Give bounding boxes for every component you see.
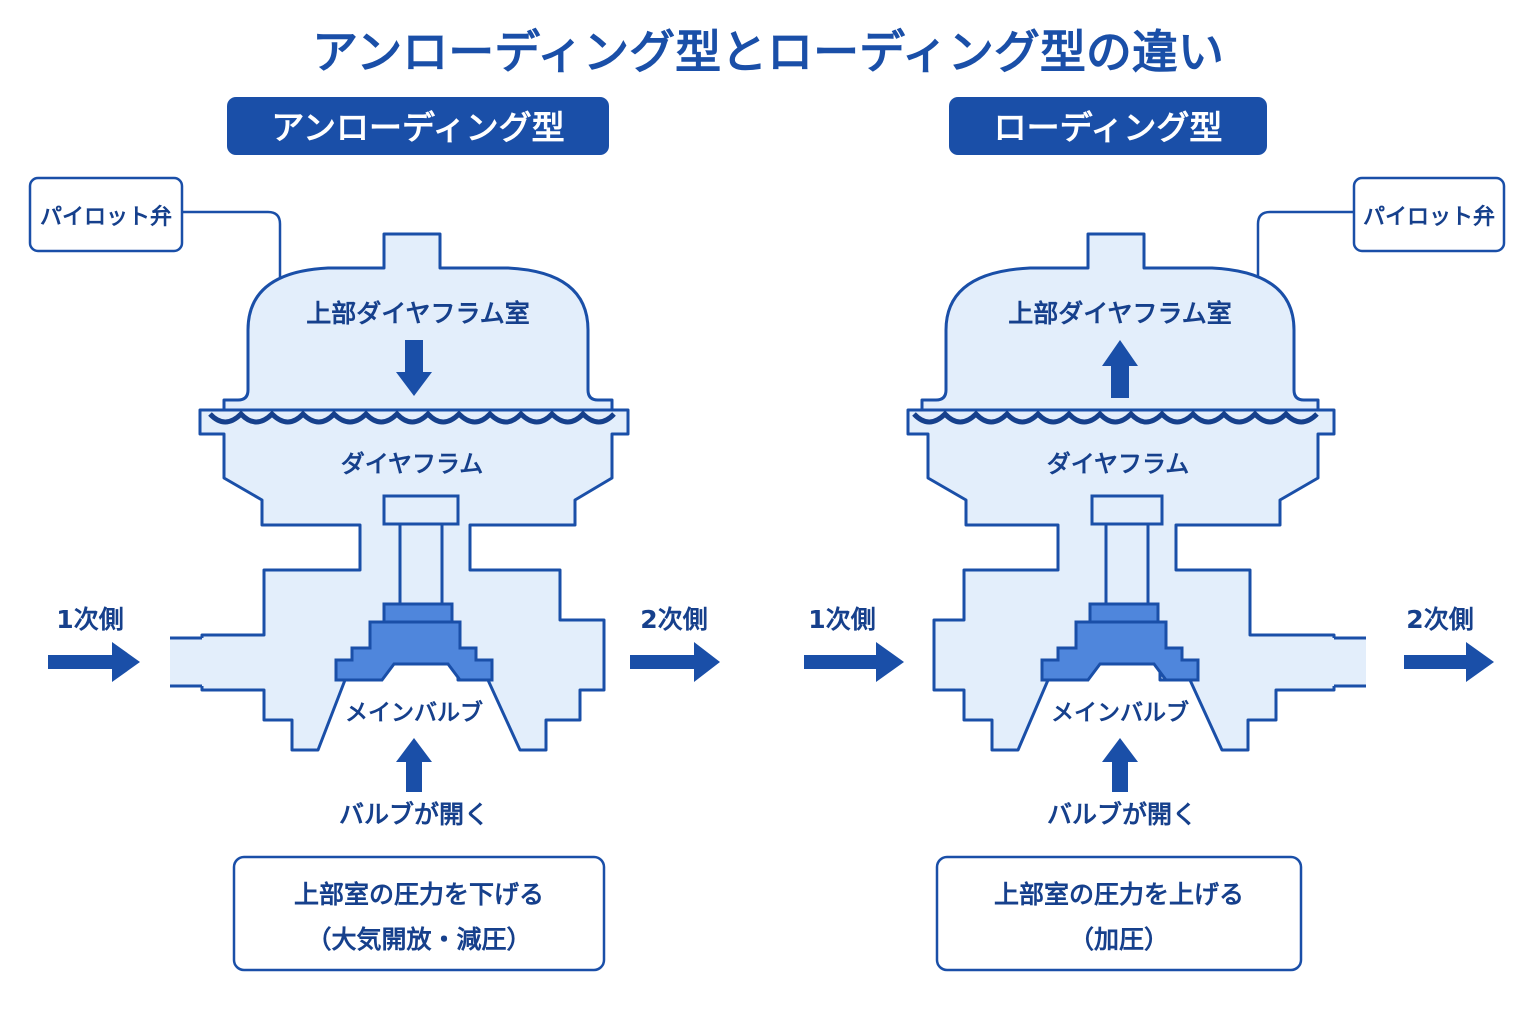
type-badge-loading [949,97,1267,155]
outlet-arrow-loading [1404,642,1494,682]
note-line2-loading: （加圧） [1069,925,1169,954]
open-arrow-loading [1102,738,1138,792]
valve-opens-label-unloading: バルブが開く [339,800,489,829]
valve-opens-label-loading: バルブが開く [1047,800,1197,829]
valve-stem-loading [1090,494,1164,606]
valve-body-unloading [170,232,630,752]
outlet-arrow-unloading [630,642,720,682]
loading-diagram: ローディング型 パイロット弁 上部ダイヤフラム室 ダイヤフラム メインバルブ 1… [804,97,1506,972]
note-box-unloading [232,855,606,972]
pilot-line-loading [1256,210,1354,280]
pilot-valve-box-unloading [28,176,184,253]
inlet-arrow-unloading [48,642,140,682]
inlet-arrow-loading [804,642,904,682]
pilot-valve-label-unloading: パイロット弁 [40,204,172,230]
main-valve-label-loading: メインバルブ [1051,699,1189,726]
outlet-label-loading: 2次側 [1406,605,1473,634]
open-arrow-unloading [396,738,432,792]
diaphragm-label-loading: ダイヤフラム [1047,450,1190,478]
inlet-label-unloading: 1次側 [56,605,123,634]
valve-body-loading [906,232,1366,752]
outlet-label-unloading: 2次側 [640,605,707,634]
inlet-label-loading: 1次側 [808,605,875,634]
pilot-valve-box-loading [1352,176,1506,253]
diaphragm-membrane-loading [912,410,1319,425]
main-valve-disc-unloading [334,602,494,682]
pilot-line-unloading [182,210,282,280]
main-valve-disc-loading [1040,602,1200,682]
note-line1-unloading: 上部室の圧力を下げる [294,880,544,909]
note-line1-loading: 上部室の圧力を上げる [994,880,1244,909]
pressure-arrow-loading [1102,340,1138,398]
diaphragm-membrane-unloading [208,410,616,425]
page-title: アンローディング型とローディング型の違い [312,25,1224,79]
main-valve-label-unloading: メインバルブ [345,699,483,726]
note-line2-unloading: （大気開放・減圧） [306,925,531,954]
note-box-loading [935,855,1303,972]
upper-chamber-label-unloading: 上部ダイヤフラム室 [306,299,530,328]
unloading-diagram: アンローディング型 パイロット弁 上部ダイヤフラム室 ダイヤフラム メインバルブ… [28,97,720,972]
type-label-loading: ローディング型 [994,108,1223,147]
diaphragm-label-unloading: ダイヤフラム [341,450,484,478]
pressure-arrow-unloading [396,340,432,396]
type-badge-unloading [227,97,609,155]
upper-chamber-label-loading: 上部ダイヤフラム室 [1008,299,1232,328]
type-label-unloading: アンローディング型 [271,108,564,147]
pilot-valve-label-loading: パイロット弁 [1363,204,1495,230]
